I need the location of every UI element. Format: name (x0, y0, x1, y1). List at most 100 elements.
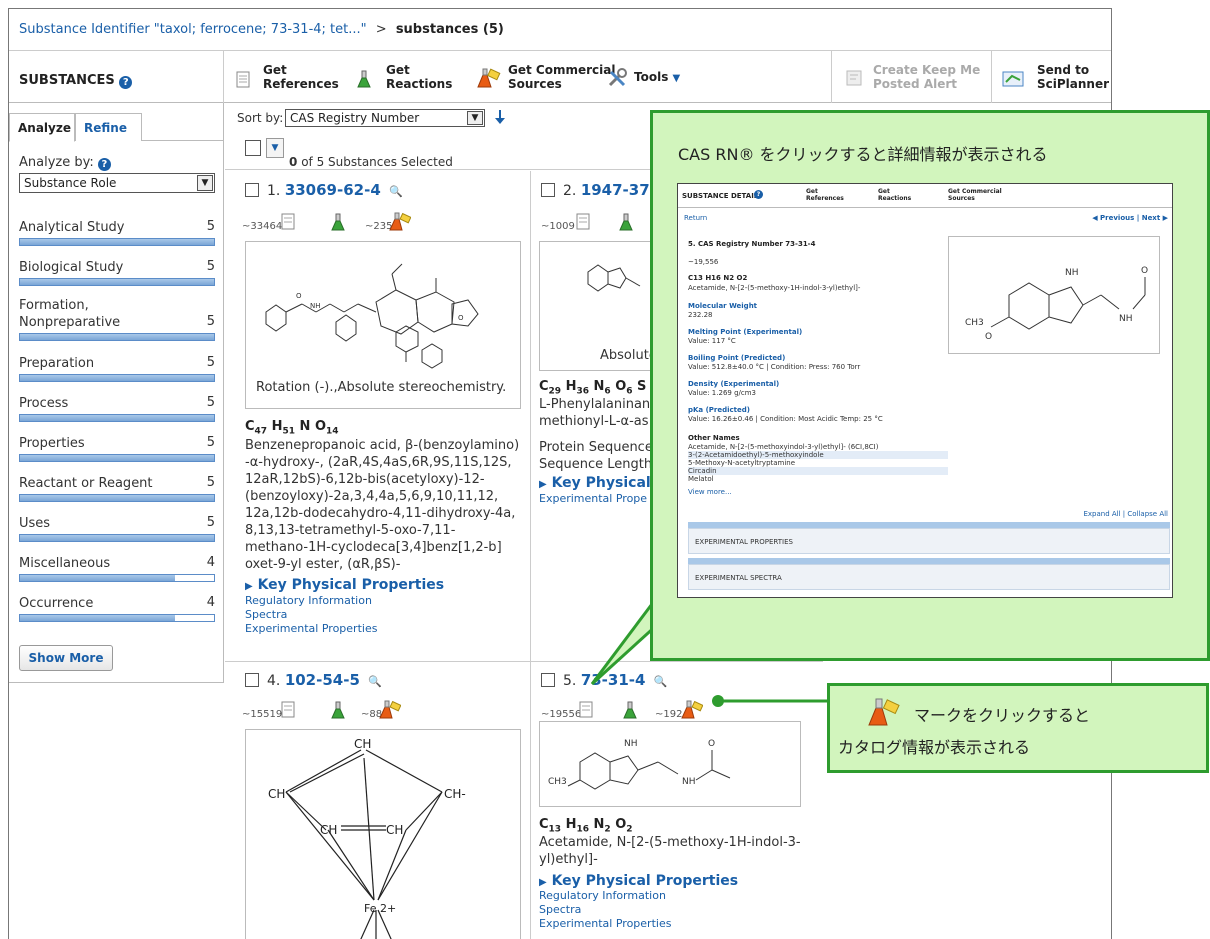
role-label: Occurrence (19, 596, 94, 611)
btn-line: Get (878, 188, 890, 195)
document-icon[interactable] (281, 701, 295, 718)
card-number: 1. (267, 183, 281, 199)
substance-checkbox[interactable] (245, 183, 259, 197)
analyze-by-select[interactable]: Substance Role ▼ (19, 173, 215, 193)
help-icon[interactable]: ? (754, 190, 763, 199)
select-all-checkbox[interactable] (245, 140, 261, 156)
substance-checkbox[interactable] (541, 673, 555, 687)
regulatory-information-link[interactable]: Regulatory Information (539, 889, 666, 902)
role-label: Reactant or Reagent (19, 476, 153, 491)
page-title: SUBSTANCES ? (19, 73, 133, 89)
substance-checkbox[interactable] (541, 183, 555, 197)
atom-label: NH (310, 302, 321, 310)
document-icon[interactable] (281, 213, 295, 230)
help-icon[interactable]: ? (97, 158, 111, 171)
atom-label: CH (268, 787, 285, 801)
show-more-button[interactable]: Show More (19, 645, 113, 671)
triangle-right-icon: ▶ (539, 479, 547, 490)
experimental-properties-section[interactable]: EXPERIMENTAL PROPERTIES (688, 528, 1170, 554)
structure-image[interactable]: O NH O Rotation (-).,Absolute stereochem… (245, 241, 521, 409)
commercial-sources-icon[interactable] (681, 699, 703, 719)
role-count: 5 (206, 355, 215, 370)
help-icon[interactable]: ? (119, 76, 133, 89)
tab-analyze[interactable]: Analyze (9, 113, 75, 142)
name-line: methano-1H-cyclodeca[3,4]benz[1,2-b] (245, 540, 502, 555)
flask-icon[interactable] (331, 701, 345, 719)
detail-counts: ~19,556 (688, 258, 719, 266)
key-physical-properties-link[interactable]: ▶ Key Physical Properties (245, 577, 444, 593)
commercial-sources-icon[interactable] (379, 699, 401, 719)
molecule-drawing (587, 264, 641, 292)
structure-image[interactable]: NH CH3 NH O (539, 721, 801, 807)
cas-rn-link[interactable]: 1947-37 (580, 181, 650, 199)
substance-name: Benzenepropanoic acid, β-(benzoylamino) … (245, 437, 527, 573)
toolbar-divider (831, 51, 832, 103)
detail-pagination[interactable]: ◀ Previous | Next ▶ (1092, 214, 1168, 222)
sort-descending-icon[interactable] (494, 109, 506, 125)
view-more-link[interactable]: View more... (688, 488, 732, 496)
magnify-icon[interactable]: 🔍 (389, 185, 403, 198)
name-line: (benzoyloxy)-2a,3,4,4a,5,6,9,10,11,12, (245, 489, 499, 504)
mw-value: 232.28 (688, 311, 713, 319)
protein-sequence-label: Protein Sequence (539, 440, 653, 455)
commercial-sources-icon[interactable] (389, 211, 411, 231)
sort-select[interactable]: CAS Registry Number ▼ (285, 109, 485, 127)
magnify-icon[interactable]: 🔍 (653, 675, 668, 688)
card-links: Regulatory Information Spectra Experimen… (539, 889, 671, 931)
substance-checkbox[interactable] (245, 673, 259, 687)
document-icon[interactable] (576, 213, 590, 230)
selection-count: 0 of 5 Substances Selected (289, 155, 453, 169)
experimental-spectra-section[interactable]: EXPERIMENTAL SPECTRA (688, 564, 1170, 590)
flask-icon[interactable] (623, 701, 637, 719)
other-name: Acetamide, N-[2-(5-methoxyindol-3-yl)eth… (688, 443, 879, 451)
experimental-properties-link[interactable]: Experimental Prope (539, 492, 648, 505)
spectra-link[interactable]: Spectra (245, 608, 288, 621)
breadcrumb-query-link[interactable]: Substance Identifier "taxol; ferrocene; … (19, 22, 367, 37)
regulatory-information-link[interactable]: Regulatory Information (245, 594, 372, 607)
expand-collapse-links[interactable]: Expand All | Collapse All (1083, 510, 1168, 518)
atom-label: O (1141, 266, 1148, 276)
role-label: Biological Study (19, 260, 124, 275)
experimental-properties-link[interactable]: Experimental Properties (245, 622, 378, 635)
flask-icon[interactable] (619, 213, 633, 231)
selected-of-text: of 5 Substances Selected (301, 155, 453, 169)
role-count: 5 (206, 515, 215, 530)
cas-rn-link[interactable]: 33069-62-4 (284, 181, 381, 199)
mw-label: Molecular Weight (688, 302, 758, 310)
detail-return-link[interactable]: Return (684, 214, 707, 222)
role-count: 5 (206, 475, 215, 490)
structure-image[interactable]: CH CH CH- CH CH Fe 2+ (245, 729, 521, 939)
flask-icon[interactable] (331, 213, 345, 231)
section-bar (688, 558, 1170, 564)
key-physical-properties-link[interactable]: ▶ Key Physical Properties (539, 873, 738, 889)
toolbar-divider (991, 51, 992, 103)
spectra-link[interactable]: Spectra (539, 903, 582, 916)
role-item[interactable]: Reactant or Reagent 5 (19, 475, 215, 502)
section-title: EXPERIMENTAL PROPERTIES (695, 538, 793, 546)
cas-rn-link[interactable]: 102-54-5 (284, 671, 360, 689)
chevron-down-icon: ▼ (271, 143, 279, 153)
reference-count: ~1009 (541, 221, 575, 232)
tab-refine[interactable]: Refine (75, 113, 142, 141)
name-line: L-Phenylalaninan (539, 397, 651, 412)
atom-label: Fe 2+ (364, 902, 396, 915)
experimental-properties-link[interactable]: Experimental Properties (539, 917, 672, 930)
document-icon[interactable] (579, 701, 593, 718)
magnify-icon[interactable]: 🔍 (368, 675, 383, 688)
role-bar (19, 574, 215, 582)
selection-menu-button[interactable]: ▼ (266, 138, 284, 158)
key-physical-properties-link[interactable]: ▶ Key Physical (539, 475, 651, 491)
send-to-line2: SciPlanner (1037, 77, 1110, 91)
